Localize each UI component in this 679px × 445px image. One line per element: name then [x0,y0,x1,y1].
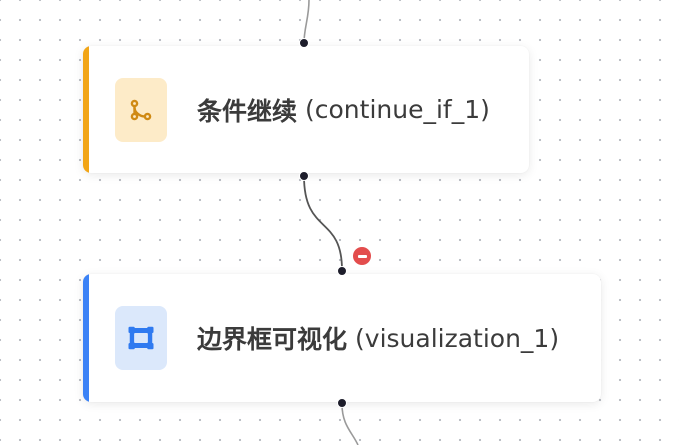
minus-icon [357,254,367,258]
delete-edge-button[interactable] [353,247,371,265]
node-accent-bar [83,274,89,402]
node-2-output-handle[interactable] [337,398,347,408]
node-1-input-handle[interactable] [299,38,309,48]
node-continue-if[interactable]: 条件继续 (continue_if_1) [83,46,529,173]
node-title: 条件继续 (continue_if_1) [197,46,490,173]
branch-icon [130,99,152,121]
node-id-label: (continue_if_1) [305,95,490,124]
incoming-edge[interactable] [303,0,310,44]
node-accent-bar [83,46,89,173]
node-visualization[interactable]: 边界框可视化 (visualization_1) [83,274,601,402]
outgoing-edge[interactable] [341,403,359,445]
node-icon-container [115,78,167,142]
connection-edge[interactable] [303,175,343,271]
node-name: 边界框可视化 [197,325,348,354]
node-icon-container [115,306,167,370]
node-title: 边界框可视化 (visualization_1) [197,274,559,402]
node-1-output-handle[interactable] [299,171,309,181]
bounding-box-icon [128,326,154,350]
node-2-input-handle[interactable] [337,266,347,276]
node-id-label: (visualization_1) [355,323,560,353]
node-name: 条件继续 [197,96,298,126]
